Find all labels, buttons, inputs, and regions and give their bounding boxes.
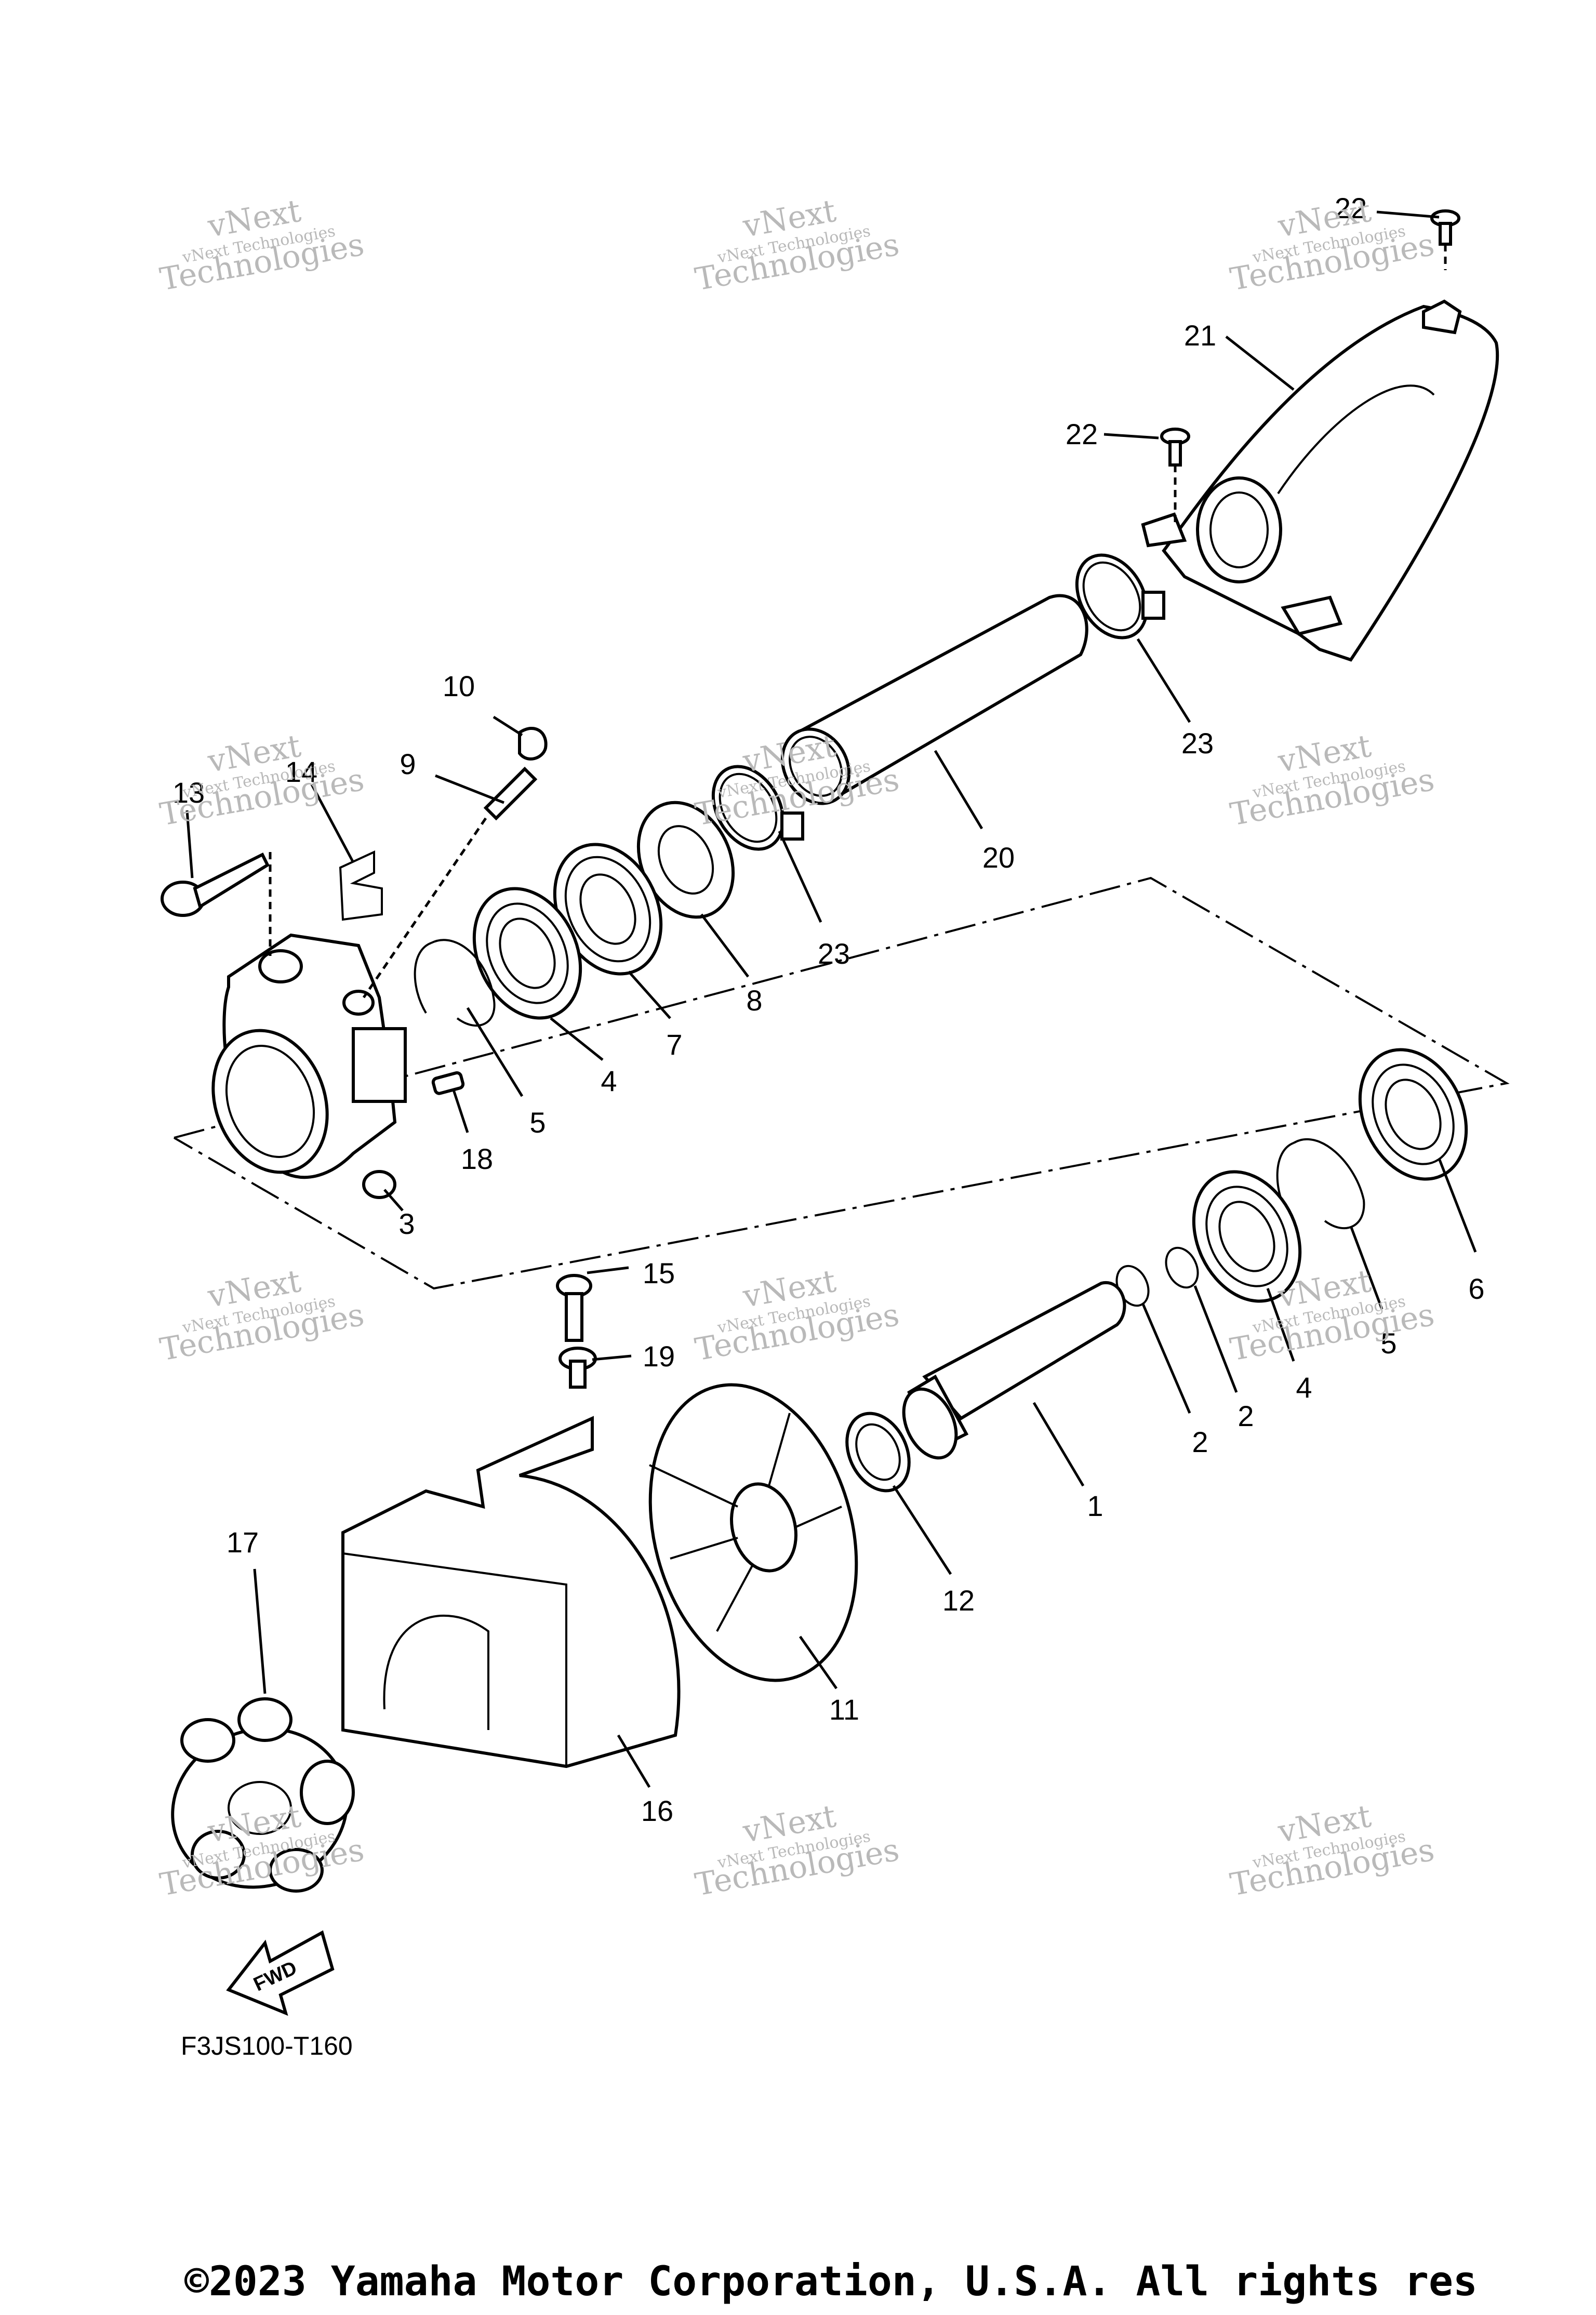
callout-labels: 22 21 22 23 20 23 8 7 4 5 18 3 9 10 14 1… [172,192,1485,1827]
callout-15: 15 [643,1257,675,1289]
callout-19: 19 [643,1340,675,1373]
callout-22-top: 22 [1335,192,1367,224]
callout-11: 11 [829,1693,859,1726]
pin-part-18 [431,1071,465,1095]
callout-14: 14 [285,755,317,788]
pump-housing-part-3 [211,933,407,1199]
callout-3: 3 [398,1207,415,1240]
cap-part-10 [518,726,548,761]
bearing-part-4-lower [1192,1170,1302,1303]
callout-6: 6 [1468,1272,1484,1305]
watermark: vNext vNext Technologies Technologies [157,193,367,298]
washer-part-19 [558,1347,597,1389]
watermark: vNext vNext Technologies Technologies [1228,728,1437,833]
nipple-part-9 [362,766,538,999]
watermark: vNext vNext Technologies Technologies [693,1263,902,1368]
watermark: vNext vNext Technologies Technologies [693,193,902,298]
clip-part-14 [339,850,383,921]
watermark: vNext vNext Technologies Technologies [157,728,367,833]
callout-18: 18 [461,1142,493,1175]
clamp-part-23-lower [711,765,804,851]
watermark: vNext vNext Technologies Technologies [1228,193,1437,298]
drawing-code: F3JS100-T160 [181,2031,353,2060]
callout-7: 7 [666,1028,682,1061]
watermark: vNext vNext Technologies Technologies [157,1263,367,1368]
callout-20: 20 [982,841,1015,874]
bolt-part-13 [161,852,272,956]
watermark: vNext vNext Technologies Technologies [693,1798,902,1904]
callout-5-upper: 5 [529,1106,546,1139]
bolt-part-22-top [1430,209,1460,270]
callout-5-lower: 5 [1380,1327,1396,1360]
callout-21: 21 [1184,319,1216,352]
intake-housing-part-16 [341,1416,681,1768]
grate-part-17 [171,1697,355,1893]
bolt-part-22-mid [1160,428,1190,525]
callout-2-left: 2 [1192,1426,1208,1458]
clamp-part-23-upper [1075,553,1165,640]
hose-part-20 [780,594,1088,805]
callout-1: 1 [1087,1489,1103,1522]
callout-16: 16 [641,1794,673,1827]
nozzle-part-21 [1141,299,1499,662]
callout-10: 10 [443,670,475,702]
callout-23-upper: 23 [1181,727,1214,760]
bearing-part-4-upper [472,887,582,1020]
callout-13: 13 [172,776,205,809]
callout-9: 9 [400,748,416,780]
watermark: vNext vNext Technologies Technologies [1228,1798,1437,1904]
callout-12: 12 [942,1584,975,1617]
forward-arrow-icon: FWD [226,1930,335,2016]
impeller-part-11 [648,1383,858,1682]
bolt-part-15 [556,1274,592,1342]
leader-lines [185,210,1477,1788]
bearing-part-6 [1358,1048,1468,1181]
callout-17: 17 [227,1526,259,1559]
copyright-footer: ©2023 Yamaha Motor Corporation, U.S.A. A… [184,2258,1478,2305]
shaft-part-1 [902,1281,1126,1460]
callout-23-lower: 23 [818,937,850,970]
callout-4-upper: 4 [601,1065,617,1097]
callout-22-mid: 22 [1066,418,1098,450]
assembly-frame [173,876,1510,1290]
callout-8: 8 [746,984,762,1017]
callout-4-lower: 4 [1296,1371,1312,1404]
callout-2-right: 2 [1238,1400,1254,1432]
o-ring-part-2b [1165,1246,1199,1289]
